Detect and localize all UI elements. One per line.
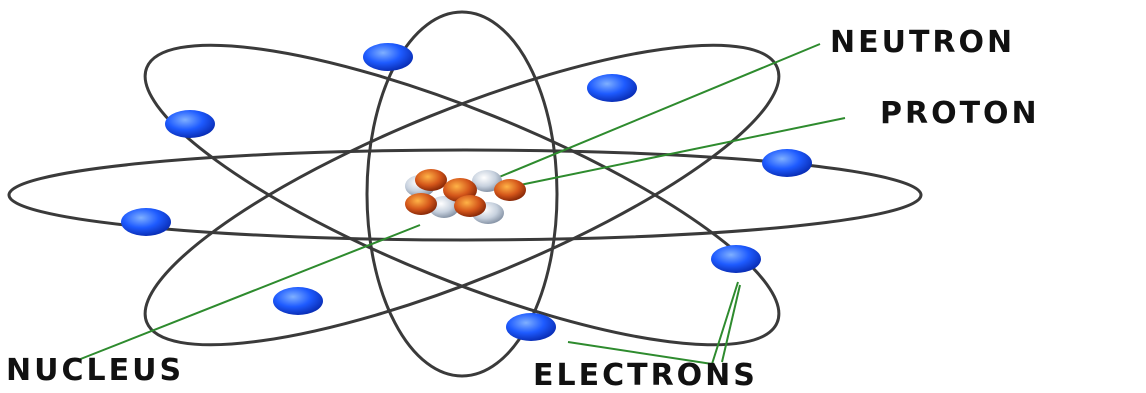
electron-7 — [273, 287, 323, 315]
nucleus — [405, 169, 526, 224]
electrons-leader-line-a — [567, 281, 739, 366]
electrons-leader-line-b — [721, 284, 741, 363]
electron-5 — [121, 208, 171, 236]
proton-label: PROTON — [880, 96, 1040, 131]
orbit-vertical — [365, 10, 559, 378]
neutron-label: NEUTRON — [830, 25, 1016, 60]
orbit-tilt-up — [143, 43, 781, 347]
proton-leader-line — [519, 117, 846, 186]
electron-2 — [587, 74, 637, 102]
neutron — [472, 170, 502, 192]
orbit-tilt-down — [143, 43, 781, 347]
proton — [415, 169, 447, 191]
neutron-leader-line — [491, 43, 821, 181]
orbit-horizontal — [7, 148, 923, 242]
nucleus-label: NUCLEUS — [6, 353, 185, 388]
orbits — [7, 10, 923, 378]
nucleus-leader-line — [77, 224, 421, 361]
proton — [494, 179, 526, 201]
proton — [454, 195, 486, 217]
electrons — [121, 43, 812, 341]
electron-3 — [165, 110, 215, 138]
electron-4 — [762, 149, 812, 177]
electrons-label: ELECTRONS — [533, 358, 758, 393]
proton — [405, 193, 437, 215]
leader-lines — [77, 43, 846, 366]
electron-1 — [363, 43, 413, 71]
electron-6 — [711, 245, 761, 273]
electron-8 — [506, 313, 556, 341]
